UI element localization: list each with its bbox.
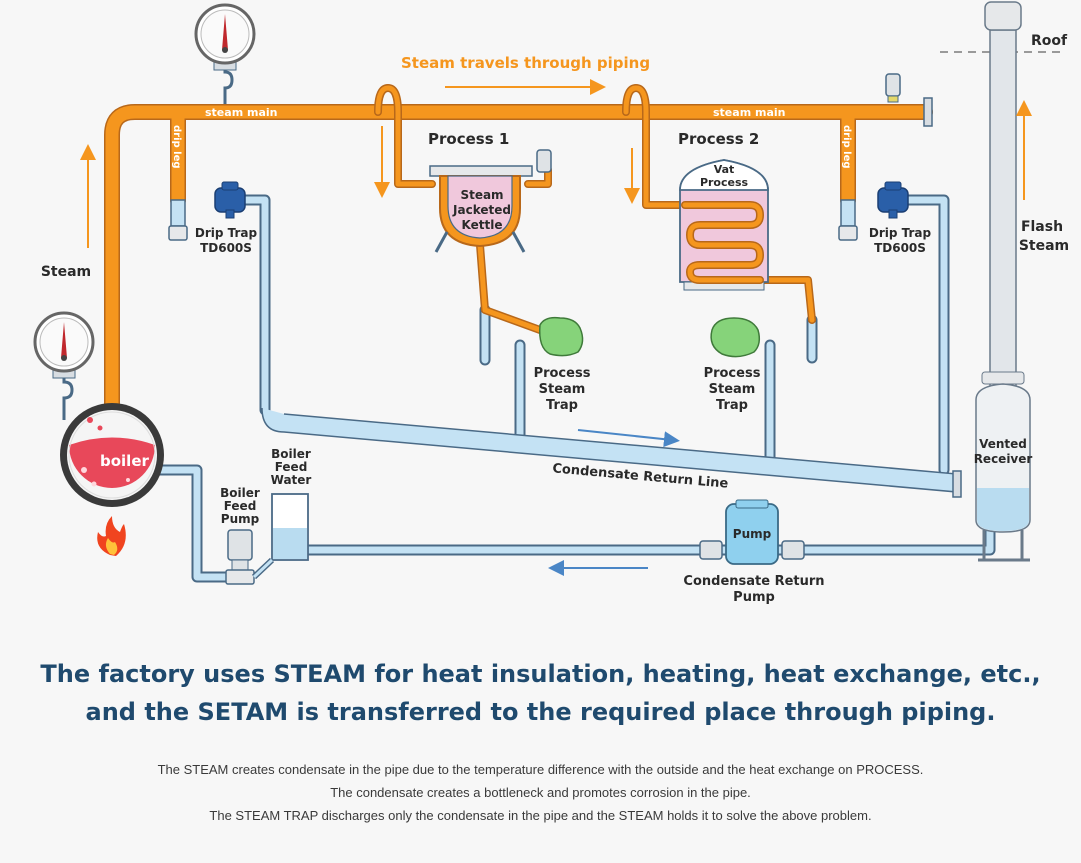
vat-label-1: Vat: [714, 163, 735, 176]
drip-trap-left-label-1: Drip Trap: [195, 226, 258, 240]
condensate-return-pump-label-1: Condensate Return: [683, 574, 824, 589]
steam-main-end-flange: [923, 97, 933, 127]
boiler-feed-pump-label-3: Pump: [221, 512, 260, 526]
description-line-3: The STEAM TRAP discharges only the conde…: [209, 808, 872, 823]
process-trap-2-label-2: Steam: [709, 382, 756, 397]
drip-leg-right-water: [840, 199, 856, 227]
return-line-flange: [952, 470, 962, 498]
vented-receiver: Vented Receiver: [974, 1, 1033, 562]
condensate-return-header: [261, 407, 958, 493]
vented-receiver-label-1: Vented: [979, 437, 1027, 451]
steam-pipes: [104, 84, 933, 413]
steam-label: Steam: [41, 264, 91, 280]
air-vent-icon: [885, 73, 901, 103]
process-trap-2-label-3: Trap: [716, 398, 748, 413]
vat-label-2: Process: [700, 176, 749, 189]
process-steam-trap-2-icon: [710, 317, 761, 358]
boiler-feed-water-label-2: Feed: [275, 460, 308, 474]
boiler-label: boiler: [100, 452, 149, 470]
steam-jacketed-kettle: Steam Jacketed Kettle: [429, 149, 552, 253]
drip-leg-left-water: [170, 199, 186, 227]
boiler-feed-water-label-3: Water: [271, 473, 312, 487]
condensate-return-pump-icon: Pump: [699, 499, 805, 565]
drip-trap-right-label-2: TD600S: [874, 241, 926, 255]
drip-leg-left-cap: [168, 225, 188, 241]
pressure-gauge-top-icon: [194, 3, 256, 104]
roof-label: Roof: [1031, 33, 1068, 49]
drip-leg-right-cap: [838, 225, 858, 241]
description-line-2: The condensate creates a bottleneck and …: [330, 785, 751, 800]
kettle-label-2: Jacketed: [452, 203, 511, 217]
description: The STEAM creates condensate in the pipe…: [0, 758, 1081, 827]
headline-line-2: and the SETAM is transferred to the requ…: [85, 698, 996, 726]
headline-line-1: The factory uses STEAM for heat insulati…: [40, 660, 1041, 688]
process-trap-1-label-2: Steam: [539, 382, 586, 397]
drip-trap-left-label-2: TD600S: [200, 241, 252, 255]
pressure-gauge-boiler-icon: [33, 311, 95, 420]
process-trap-2-label-1: Process: [704, 366, 761, 381]
boiler-feed-pump-label-1: Boiler: [220, 486, 260, 500]
vat-process: Vat Process: [679, 159, 769, 291]
process1-label: Process 1: [428, 130, 509, 148]
boiler: boiler: [60, 403, 164, 507]
drip-leg-label-left: drip leg: [171, 125, 182, 169]
pump-label: Pump: [733, 527, 772, 541]
steam-main-label-right: steam main: [713, 106, 785, 119]
flash-steam-label-1: Flash: [1021, 219, 1063, 235]
drip-leg-label-right: drip leg: [841, 125, 852, 169]
flash-steam-label-2: Steam: [1019, 238, 1069, 254]
boiler-feed-pump-label-2: Feed: [224, 499, 257, 513]
process-steam-trap-1-icon: [538, 316, 584, 357]
process-trap-1-label-1: Process: [534, 366, 591, 381]
process-trap-1-label-3: Trap: [546, 398, 578, 413]
boiler-feed-water-label-1: Boiler: [271, 447, 311, 461]
vented-receiver-label-2: Receiver: [974, 452, 1033, 466]
kettle-label-3: Kettle: [462, 218, 503, 232]
description-line-1: The STEAM creates condensate in the pipe…: [157, 762, 924, 777]
steam-travels-label: Steam travels through piping: [401, 54, 650, 72]
kettle-label-1: Steam: [460, 188, 503, 202]
steam-main-label-left: steam main: [205, 106, 277, 119]
drip-trap-right-label-1: Drip Trap: [869, 226, 932, 240]
drip-trap-left-icon: [214, 181, 246, 219]
flame-icon: [97, 516, 126, 556]
drip-trap-right-icon: [877, 181, 909, 219]
headline: The factory uses STEAM for heat insulati…: [0, 655, 1081, 731]
boiler-feed-pump-icon: [225, 529, 275, 585]
flow-arrows: [80, 79, 1032, 576]
steam-system-diagram: steam main steam main drip leg drip leg …: [33, 1, 1069, 605]
boiler-feed-water-tank: [271, 493, 309, 561]
condensate-return-pump-label-2: Pump: [733, 590, 775, 605]
process2-label: Process 2: [678, 130, 759, 148]
